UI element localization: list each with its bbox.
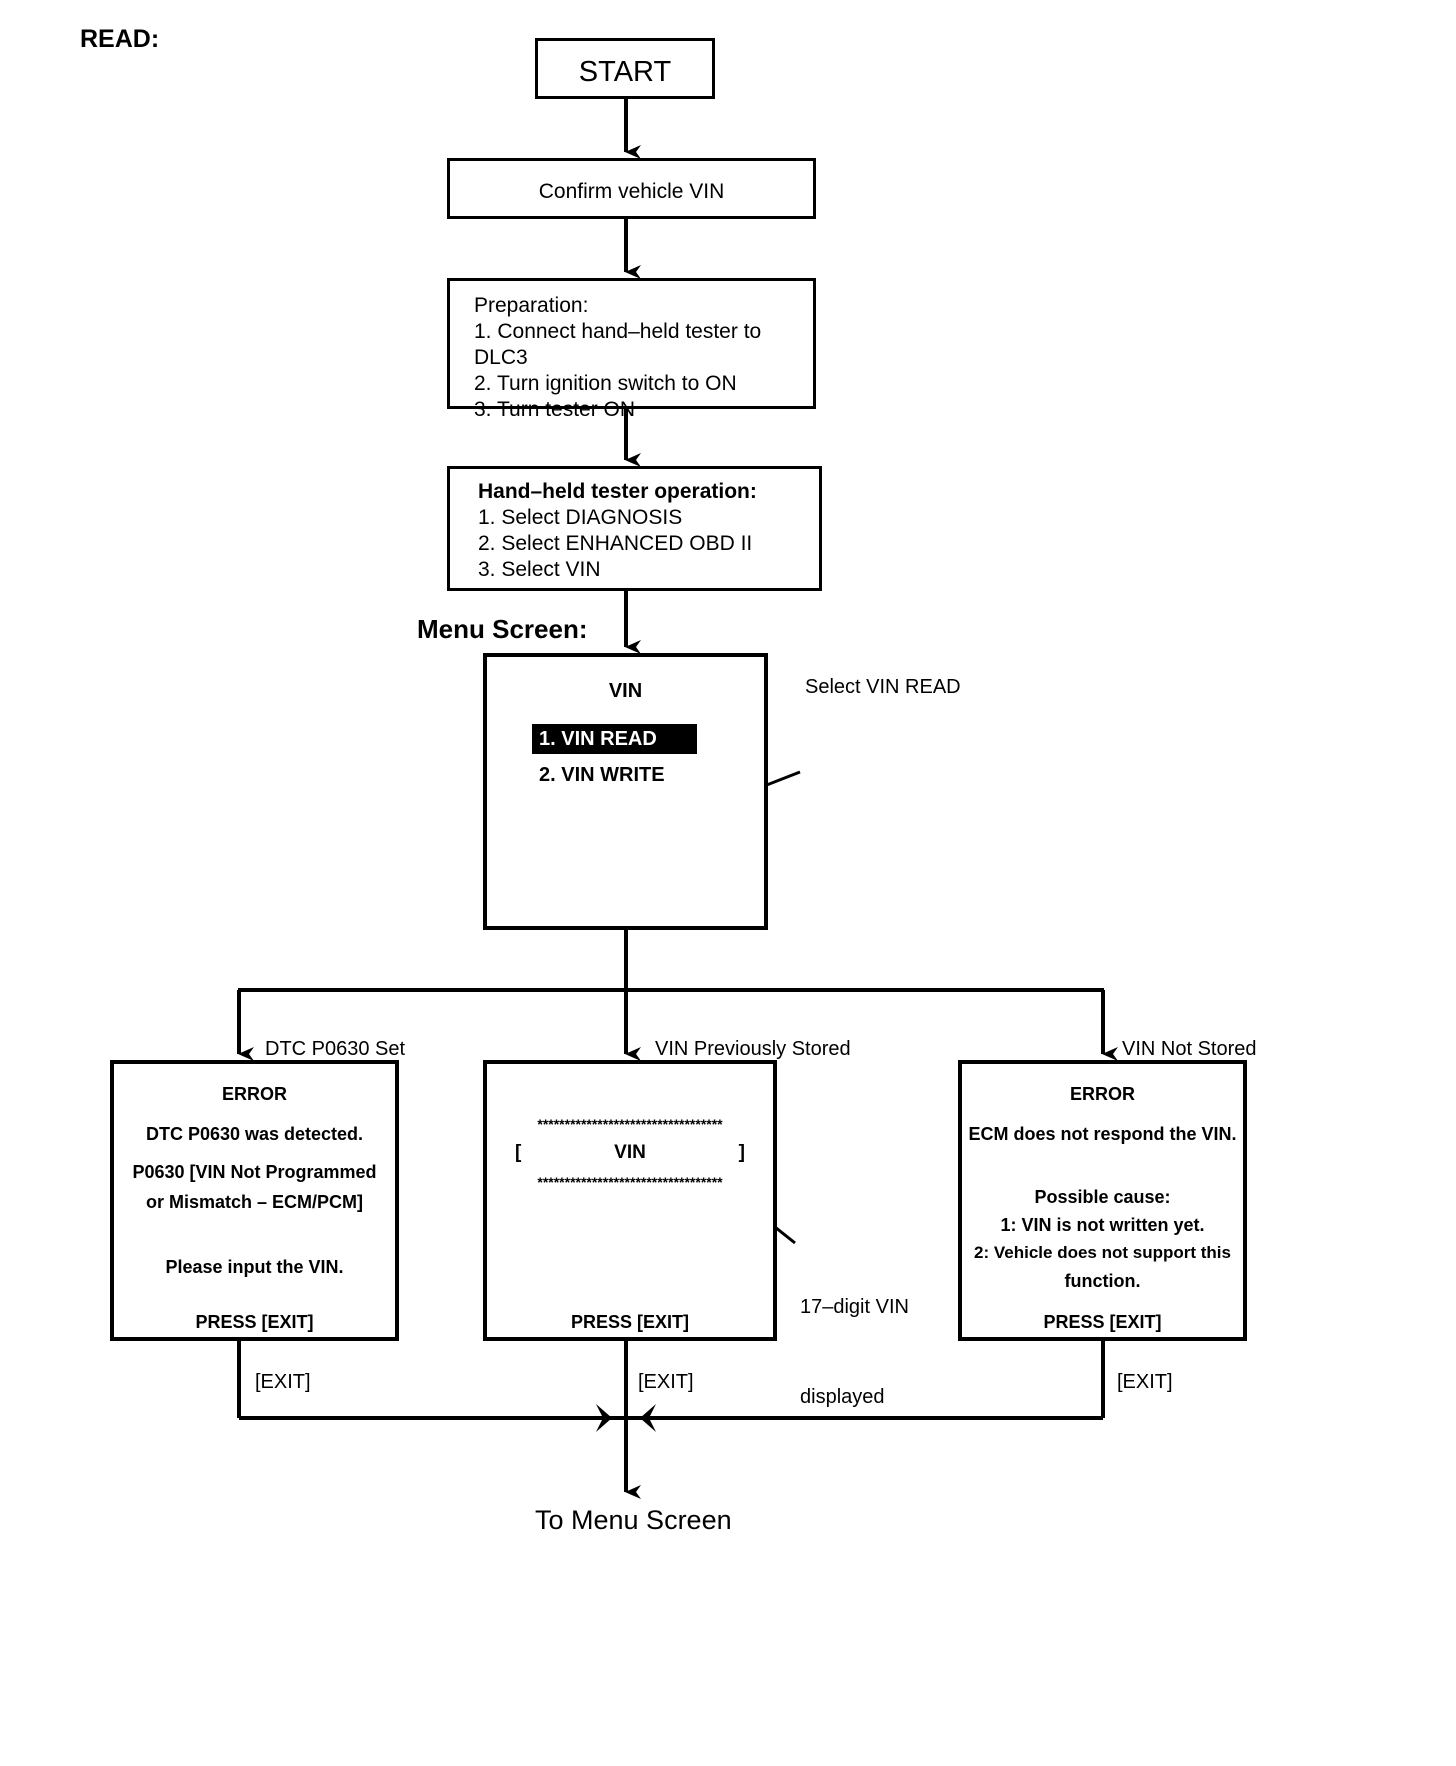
tester-operation-step-3: 3. Select VIN bbox=[478, 558, 601, 581]
preparation-text: Preparation: 1. Connect hand–held tester… bbox=[474, 293, 813, 423]
callout-vin-line-1: 17–digit VIN bbox=[800, 1296, 909, 1318]
error-line-3: 1: VIN is not written yet. bbox=[1000, 1215, 1205, 1235]
preparation-step-3: 3. Turn tester ON bbox=[474, 398, 636, 421]
error-footer-press-exit: PRESS [EXIT] bbox=[1043, 1312, 1162, 1332]
branch-caption-vin-not-stored: VIN Not Stored bbox=[1122, 1038, 1257, 1060]
error-line-4: 2: Vehicle does not support this bbox=[974, 1243, 1231, 1262]
exit-label-middle: [EXIT] bbox=[638, 1371, 694, 1393]
menu-item-vin-write[interactable]: 2. VIN WRITE bbox=[539, 764, 665, 786]
error-line-1: ECM does not respond the VIN. bbox=[968, 1124, 1237, 1144]
confirm-vin-node: Confirm vehicle VIN bbox=[447, 158, 816, 219]
error-line-4: Please input the VIN. bbox=[165, 1257, 344, 1277]
tester-operation-step-2: 2. Select ENHANCED OBD II bbox=[478, 532, 753, 555]
bracket-open: [ bbox=[515, 1142, 522, 1163]
preparation-title: Preparation: bbox=[474, 294, 589, 317]
asterisk-row-bottom: ********************************** bbox=[537, 1174, 723, 1190]
tester-operation-text: Hand–held tester operation: 1. Select DI… bbox=[478, 479, 757, 583]
preparation-step-1: 1. Connect hand–held tester to DLC3 bbox=[474, 320, 762, 369]
error-title: ERROR bbox=[221, 1084, 287, 1104]
error-line-5: function. bbox=[1064, 1271, 1141, 1291]
tester-operation-node: Hand–held tester operation: 1. Select DI… bbox=[447, 466, 822, 591]
error-line-1: DTC P0630 was detected. bbox=[145, 1124, 364, 1144]
page-title: READ: bbox=[80, 25, 160, 53]
vin-display-screen: ********************************** [ VIN… bbox=[483, 1060, 777, 1341]
bracket-close: ] bbox=[738, 1142, 745, 1163]
start-node: START bbox=[535, 38, 715, 99]
tester-operation-title: Hand–held tester operation: bbox=[478, 480, 757, 503]
exit-label-left: [EXIT] bbox=[255, 1371, 311, 1393]
terminal-to-menu-screen: To Menu Screen bbox=[535, 1505, 732, 1535]
callout-vin-line-2: displayed bbox=[800, 1386, 885, 1408]
error-screen-dtc-p0630: ERROR DTC P0630 was detected. P0630 [VIN… bbox=[110, 1060, 399, 1341]
start-label: START bbox=[578, 56, 672, 88]
menu-item-vin-read[interactable]: 1. VIN READ bbox=[532, 724, 697, 754]
callout-17-digit-vin: 17–digit VIN displayed bbox=[800, 1232, 909, 1472]
error-line-2: Possible cause: bbox=[1034, 1187, 1171, 1207]
vin-footer-press-exit: PRESS [EXIT] bbox=[570, 1312, 690, 1332]
menu-screen-title: VIN bbox=[608, 680, 643, 702]
menu-screen-section-label: Menu Screen: bbox=[417, 614, 588, 644]
error-line-2: P0630 [VIN Not Programmed bbox=[132, 1162, 377, 1182]
error-line-3: or Mismatch – ECM/PCM] bbox=[145, 1192, 364, 1212]
vin-value: VIN bbox=[614, 1142, 646, 1163]
vin-value-row: [ VIN ] bbox=[515, 1142, 745, 1164]
error-footer-press-exit: PRESS [EXIT] bbox=[195, 1312, 314, 1332]
tester-operation-step-1: 1. Select DIAGNOSIS bbox=[478, 506, 683, 529]
exit-label-right: [EXIT] bbox=[1117, 1371, 1173, 1393]
branch-caption-dtc-set: DTC P0630 Set bbox=[265, 1038, 406, 1060]
preparation-step-2: 2. Turn ignition switch to ON bbox=[474, 372, 737, 395]
error-title: ERROR bbox=[1069, 1084, 1135, 1104]
preparation-node: Preparation: 1. Connect hand–held tester… bbox=[447, 278, 816, 421]
menu-screen-node: VIN 1. VIN READ 2. VIN WRITE bbox=[483, 653, 768, 930]
branch-caption-vin-stored: VIN Previously Stored bbox=[655, 1038, 851, 1060]
callout-select-vin-read: Select VIN READ bbox=[805, 676, 961, 698]
confirm-vin-label: Confirm vehicle VIN bbox=[538, 180, 725, 203]
error-screen-no-vin-response: ERROR ECM does not respond the VIN. Poss… bbox=[958, 1060, 1247, 1341]
asterisk-row-top: ********************************** bbox=[537, 1116, 723, 1132]
